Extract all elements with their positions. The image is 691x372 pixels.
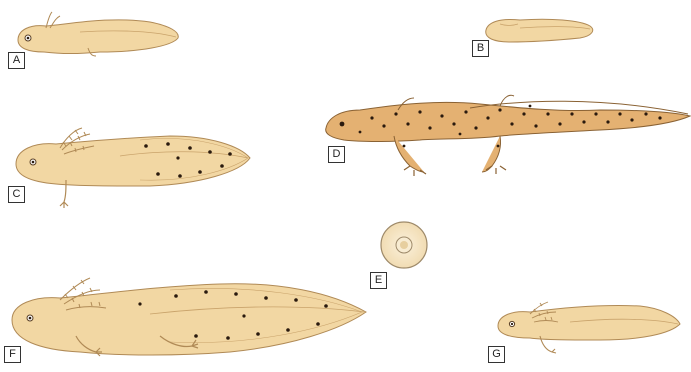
label-a: A bbox=[8, 52, 25, 69]
larva-g bbox=[498, 302, 680, 353]
larva-a bbox=[18, 12, 178, 56]
label-e: E bbox=[370, 272, 387, 289]
egg-e bbox=[381, 222, 427, 268]
label-c: C bbox=[8, 186, 25, 203]
larva-f bbox=[12, 278, 366, 356]
larva-c bbox=[16, 128, 250, 208]
adult-newt-d bbox=[326, 95, 690, 176]
label-f: F bbox=[4, 346, 21, 363]
label-g: G bbox=[488, 346, 505, 363]
label-d: D bbox=[328, 146, 345, 163]
label-b: B bbox=[472, 40, 489, 57]
larva-b bbox=[486, 19, 593, 42]
